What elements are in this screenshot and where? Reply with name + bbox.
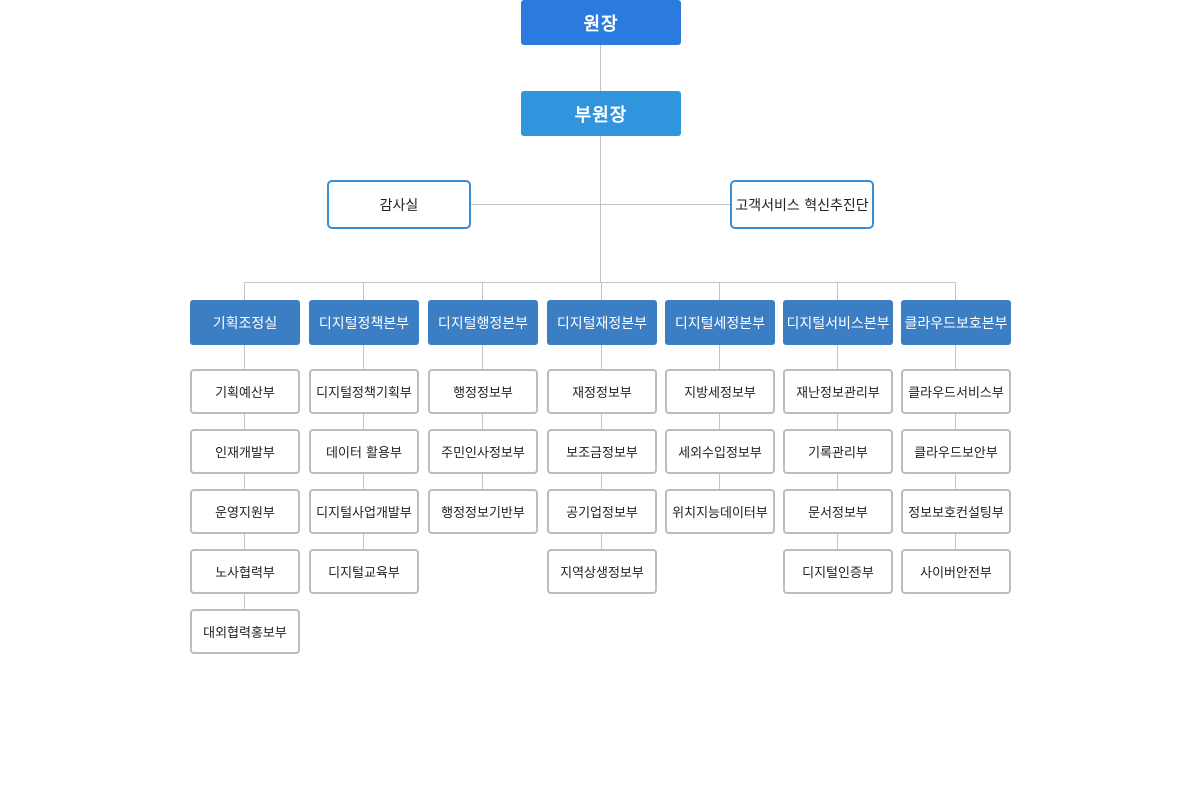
hq-box: 디지털행정본부 xyxy=(428,300,538,345)
department-box: 사이버안전부 xyxy=(901,549,1011,594)
connector-hq-drop xyxy=(955,282,956,300)
hq-box: 디지털정책본부 xyxy=(309,300,419,345)
department-box: 지역상생정보부 xyxy=(547,549,657,594)
department-box: 클라우드서비스부 xyxy=(901,369,1011,414)
department-box: 공기업정보부 xyxy=(547,489,657,534)
connector-hq-bus xyxy=(244,282,956,283)
department-box: 대외협력홍보부 xyxy=(190,609,300,654)
director-box: 원장 xyxy=(521,0,681,45)
hq-box: 디지털서비스본부 xyxy=(783,300,893,345)
department-box: 디지털인증부 xyxy=(783,549,893,594)
department-box: 재난정보관리부 xyxy=(783,369,893,414)
connector-hq-drop xyxy=(719,282,720,300)
hq-box: 디지털재정본부 xyxy=(547,300,657,345)
connector-hq-drop xyxy=(601,282,602,300)
department-box: 인재개발부 xyxy=(190,429,300,474)
connector-dept-spine xyxy=(244,345,245,609)
department-box: 주민인사정보부 xyxy=(428,429,538,474)
department-box: 지방세정보부 xyxy=(665,369,775,414)
hq-box: 기획조정실 xyxy=(190,300,300,345)
department-box: 세외수입정보부 xyxy=(665,429,775,474)
department-box: 디지털교육부 xyxy=(309,549,419,594)
department-box: 클라우드보안부 xyxy=(901,429,1011,474)
connector-hq-drop xyxy=(244,282,245,300)
department-box: 보조금정보부 xyxy=(547,429,657,474)
connector-dept-spine xyxy=(482,345,483,489)
connector-dept-spine xyxy=(719,345,720,489)
department-box: 기록관리부 xyxy=(783,429,893,474)
department-box: 위치지능데이터부 xyxy=(665,489,775,534)
department-box: 기획예산부 xyxy=(190,369,300,414)
department-box: 정보보호컨설팅부 xyxy=(901,489,1011,534)
audit-office-box: 감사실 xyxy=(327,180,471,229)
department-box: 문서정보부 xyxy=(783,489,893,534)
connector-hq-drop xyxy=(363,282,364,300)
department-box: 데이터 활용부 xyxy=(309,429,419,474)
department-box: 행정정보부 xyxy=(428,369,538,414)
department-box: 디지털사업개발부 xyxy=(309,489,419,534)
connector-director-vice xyxy=(600,45,601,91)
department-box: 재정정보부 xyxy=(547,369,657,414)
vice-director-box: 부원장 xyxy=(521,91,681,136)
department-box: 노사협력부 xyxy=(190,549,300,594)
department-box: 운영지원부 xyxy=(190,489,300,534)
connector-hq-drop xyxy=(837,282,838,300)
connector-hq-drop xyxy=(482,282,483,300)
department-box: 행정정보기반부 xyxy=(428,489,538,534)
hq-box: 클라우드보호본부 xyxy=(901,300,1011,345)
customer-innovation-box: 고객서비스 혁신추진단 xyxy=(730,180,874,229)
hq-box: 디지털세정본부 xyxy=(665,300,775,345)
department-box: 디지털정책기획부 xyxy=(309,369,419,414)
connector-vice-bus xyxy=(600,136,601,282)
